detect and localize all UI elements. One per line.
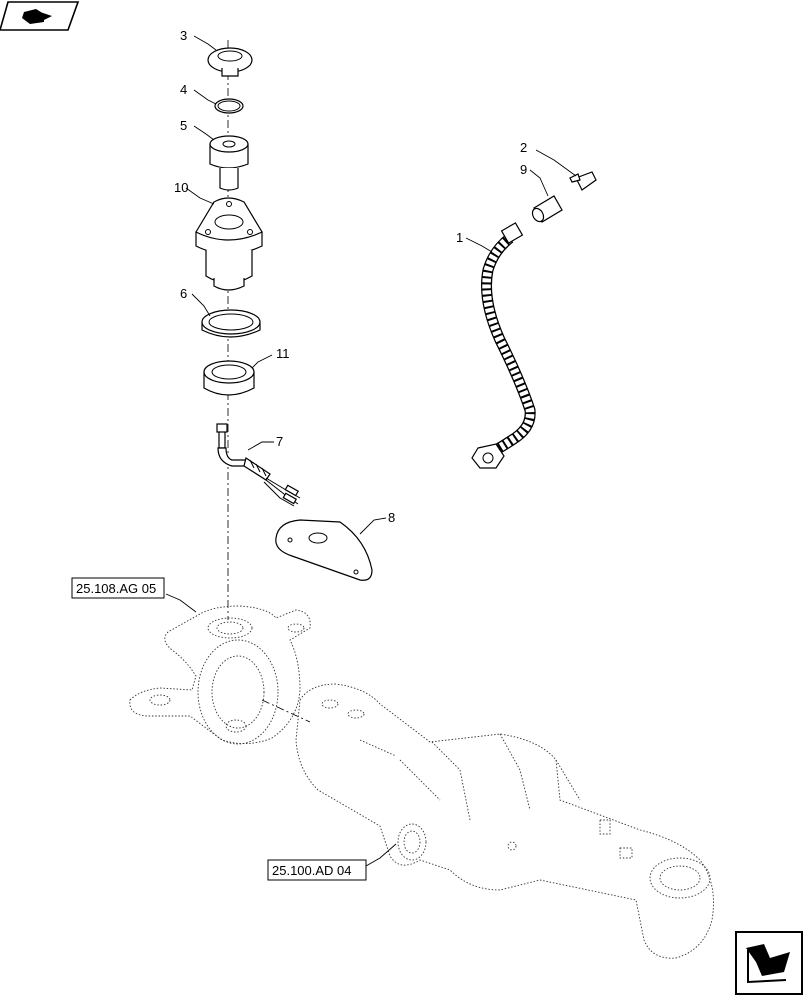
part-10-flange-housing bbox=[195, 197, 263, 291]
callout-5: 5 bbox=[180, 118, 187, 133]
reference-label-top: 25.108.AG 05 bbox=[76, 581, 156, 596]
callout-4: 4 bbox=[180, 82, 187, 97]
part-8-plate bbox=[275, 519, 373, 581]
callout-3: 3 bbox=[180, 28, 187, 43]
callout-7: 7 bbox=[276, 434, 283, 449]
axle-axis-line bbox=[261, 699, 311, 723]
reference-25-100-ad-04[interactable]: 25.100.AD 04 bbox=[267, 859, 367, 881]
callout-2: 2 bbox=[520, 140, 527, 155]
part-3-cap bbox=[207, 47, 253, 77]
part-5-sleeve bbox=[209, 135, 249, 191]
part-4-o-ring bbox=[214, 98, 244, 114]
reference-label-bottom: 25.100.AD 04 bbox=[272, 863, 352, 878]
callout-1: 1 bbox=[456, 230, 463, 245]
part-2-plug bbox=[569, 171, 597, 191]
callout-9: 9 bbox=[520, 162, 527, 177]
callout-8: 8 bbox=[388, 510, 395, 525]
callout-10: 10 bbox=[174, 180, 188, 195]
part-7-sensor bbox=[216, 423, 301, 507]
next-page-icon[interactable] bbox=[735, 931, 803, 995]
leader-lines bbox=[165, 35, 577, 867]
part-1-hose bbox=[471, 222, 536, 469]
book-nav-icon[interactable] bbox=[0, 1, 80, 31]
axle-housing-ghost bbox=[129, 605, 714, 959]
callout-11: 11 bbox=[276, 346, 290, 361]
reference-25-108-ag-05[interactable]: 25.108.AG 05 bbox=[71, 577, 165, 599]
callout-6: 6 bbox=[180, 286, 187, 301]
part-9-adapter bbox=[531, 195, 563, 223]
part-11-bearing bbox=[203, 360, 255, 396]
part-6-seal bbox=[201, 309, 261, 338]
